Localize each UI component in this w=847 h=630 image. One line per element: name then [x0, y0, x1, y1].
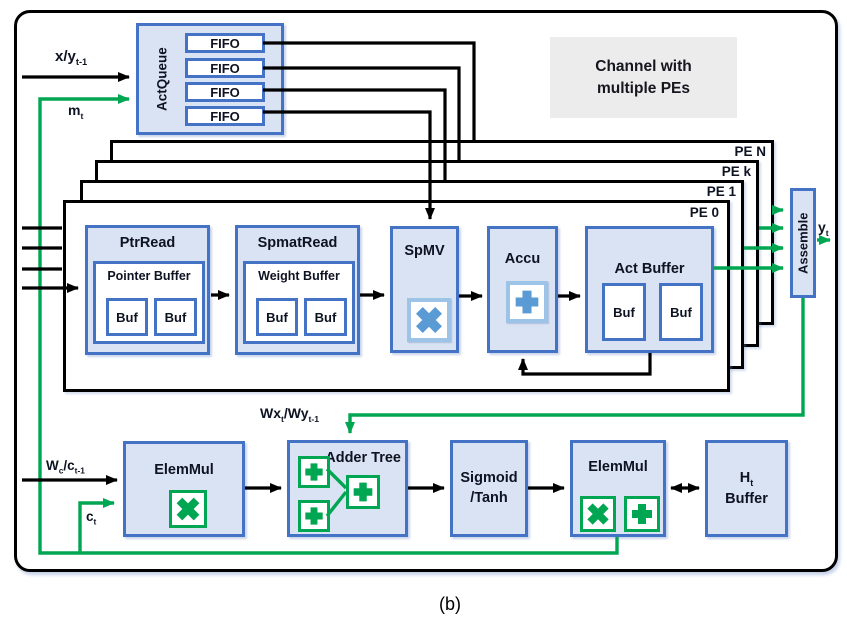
ptrread-title: PtrRead [119, 235, 176, 251]
buf-box: Buf [154, 298, 197, 336]
buf-box: Buf [256, 298, 298, 336]
elemmul1-block: ElemMul [123, 441, 245, 537]
pe-n-label: PE N [734, 144, 766, 159]
act-buffer-title: Act Buffer [614, 261, 685, 277]
pe-k-label: PE k [721, 164, 751, 179]
plus-icon [298, 456, 330, 488]
plus-icon [346, 475, 380, 509]
spmv-block: SpMV [390, 226, 459, 353]
plus-icon [506, 281, 548, 323]
buf-box: Buf [659, 283, 703, 341]
accu-title: Accu [504, 251, 541, 267]
pointer-buffer-box: Pointer Buffer Buf Buf [93, 261, 205, 344]
xy-input-label: x/yt-1 [55, 48, 88, 67]
multiply-icon [169, 490, 207, 528]
pe-1-label: PE 1 [706, 184, 736, 199]
sigmoid-tanh-block: Sigmoid/Tanh [450, 440, 528, 537]
wc-input-label: Wc/ct-1 [46, 458, 85, 476]
pointer-buffer-title: Pointer Buffer [107, 269, 191, 283]
figure-caption: (b) [439, 594, 461, 614]
elemmul2-block: ElemMul [570, 440, 666, 537]
fifo-2: FIFO [185, 82, 265, 102]
multiply-icon [580, 496, 616, 532]
wxwy-label: Wxt/Wyt-1 [260, 405, 320, 424]
spmatread-title: SpmatRead [257, 235, 338, 251]
adder-tree-block: Adder Tree [287, 440, 408, 537]
assemble-block: Assemble [790, 188, 816, 298]
yt-output-label: yt [818, 219, 829, 238]
spmatread-block: SpmatRead Weight Buffer Buf Buf [235, 225, 360, 355]
pe-0-label: PE 0 [689, 205, 719, 220]
elemmul2-title: ElemMul [588, 459, 648, 475]
weight-buffer-title: Weight Buffer [258, 269, 340, 283]
plus-icon [298, 500, 330, 532]
actqueue-title: ActQueue [154, 47, 170, 111]
weight-buffer-box: Weight Buffer Buf Buf [243, 261, 355, 344]
elemmul1-title: ElemMul [154, 462, 214, 478]
actqueue-block: ActQueue FIFO FIFO FIFO FIFO [136, 23, 284, 135]
assemble-title: Assemble [795, 212, 811, 274]
multiply-icon [407, 298, 451, 342]
buf-box: Buf [602, 283, 646, 341]
ct-input-label: ct [86, 509, 97, 527]
act-buffer-block: Act Buffer Buf Buf [585, 226, 714, 353]
sigmoid-tanh-title: Sigmoid/Tanh [460, 469, 518, 506]
buf-box: Buf [106, 298, 148, 336]
mt-input-label: mt [68, 102, 84, 121]
accu-block: Accu [487, 226, 558, 353]
buf-box: Buf [304, 298, 347, 336]
spmv-title: SpMV [404, 243, 445, 259]
fifo-1: FIFO [185, 58, 265, 78]
plus-icon [624, 496, 660, 532]
fifo-0: FIFO [185, 33, 265, 53]
ptrread-block: PtrRead Pointer Buffer Buf Buf [85, 225, 210, 355]
fifo-3: FIFO [185, 106, 265, 126]
adder-tree-title: Adder Tree [325, 450, 401, 466]
